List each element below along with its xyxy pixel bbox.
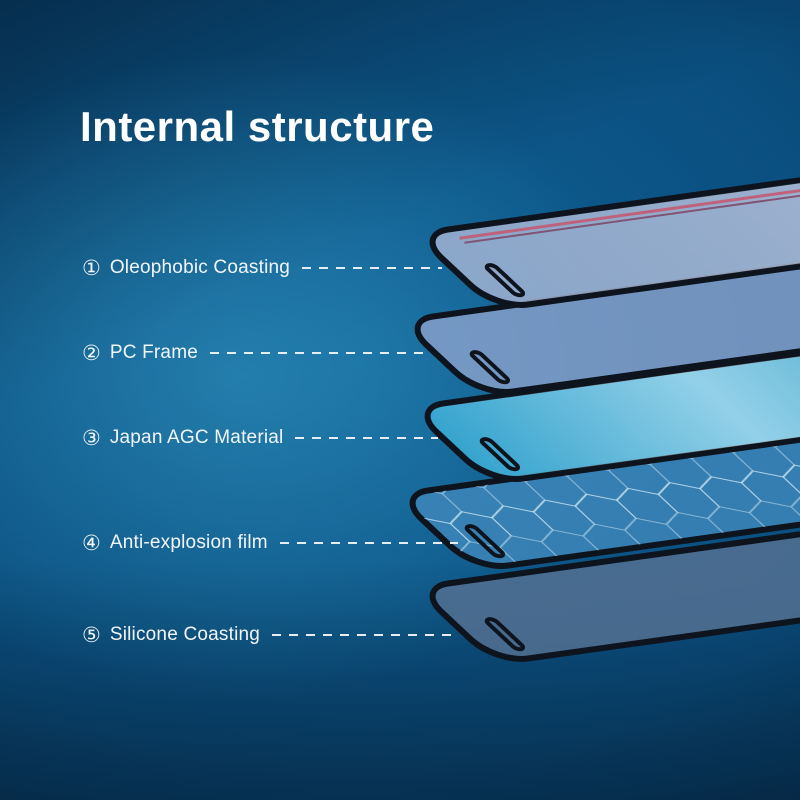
earpiece-slot (479, 439, 520, 470)
label-number: ② (82, 341, 101, 365)
glass-highlight (431, 305, 800, 477)
leader-dashed-line (302, 267, 442, 269)
layer-label-2: ② PC Frame (82, 340, 430, 366)
layer-label-5: ⑤ Silicone Coasting (82, 622, 456, 648)
leader-dashed-line (272, 634, 456, 636)
layer-label-4: ④ Anti-explosion film (82, 530, 458, 556)
layer-label-1: ① Oleophobic Coasting (82, 255, 442, 281)
label-text: Japan AGC Material (109, 427, 284, 448)
leader-dashed-line (210, 352, 430, 354)
page-title: Internal structure (80, 103, 435, 150)
label-number: ① (82, 256, 101, 280)
japan-agc-glass-layer (411, 299, 800, 483)
leader-dashed-line (279, 542, 458, 544)
silicone-coating-shape (416, 479, 800, 663)
layer-label-3: ③ Japan AGC Material (82, 425, 438, 451)
label-number: ③ (82, 426, 101, 450)
coating-highlight (436, 131, 800, 303)
earpiece-slot (484, 265, 525, 296)
label-number: ⑤ (82, 623, 101, 647)
sheen-line-red (460, 137, 800, 239)
sheen-line-dark (464, 141, 800, 243)
leader-dashed-line (295, 437, 438, 439)
oleophobic-coating-layer (416, 125, 800, 309)
earpiece-slot (469, 352, 510, 383)
label-text: Silicone Coasting (109, 624, 261, 645)
label-text: PC Frame (109, 342, 198, 363)
label-text: Anti-explosion film (109, 532, 268, 553)
earpiece-slot (464, 526, 505, 557)
label-number: ④ (82, 531, 101, 555)
earpiece-slot (484, 619, 525, 650)
honeycomb-pattern (416, 392, 800, 564)
silicone-coating-layer (416, 479, 800, 663)
label-text: Oleophobic Coasting (109, 257, 291, 278)
